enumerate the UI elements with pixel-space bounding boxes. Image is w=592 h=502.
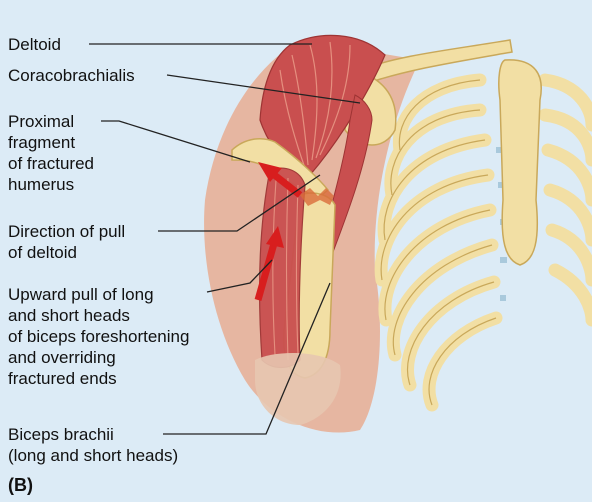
label-coracobrachialis: Coracobrachialis — [8, 65, 135, 86]
label-proximal-fragment: Proximal fragment of fractured humerus — [8, 111, 94, 195]
label-upward-pull: Upward pull of long and short heads of b… — [8, 284, 189, 389]
label-biceps-brachii: Biceps brachii (long and short heads) — [8, 424, 178, 466]
sternum — [499, 60, 541, 265]
label-deltoid: Deltoid — [8, 34, 61, 55]
panel-label: (B) — [8, 475, 33, 496]
clavicle — [360, 40, 512, 84]
rib-cage — [381, 80, 592, 405]
label-direction-of-pull: Direction of pull of deltoid — [8, 221, 125, 263]
